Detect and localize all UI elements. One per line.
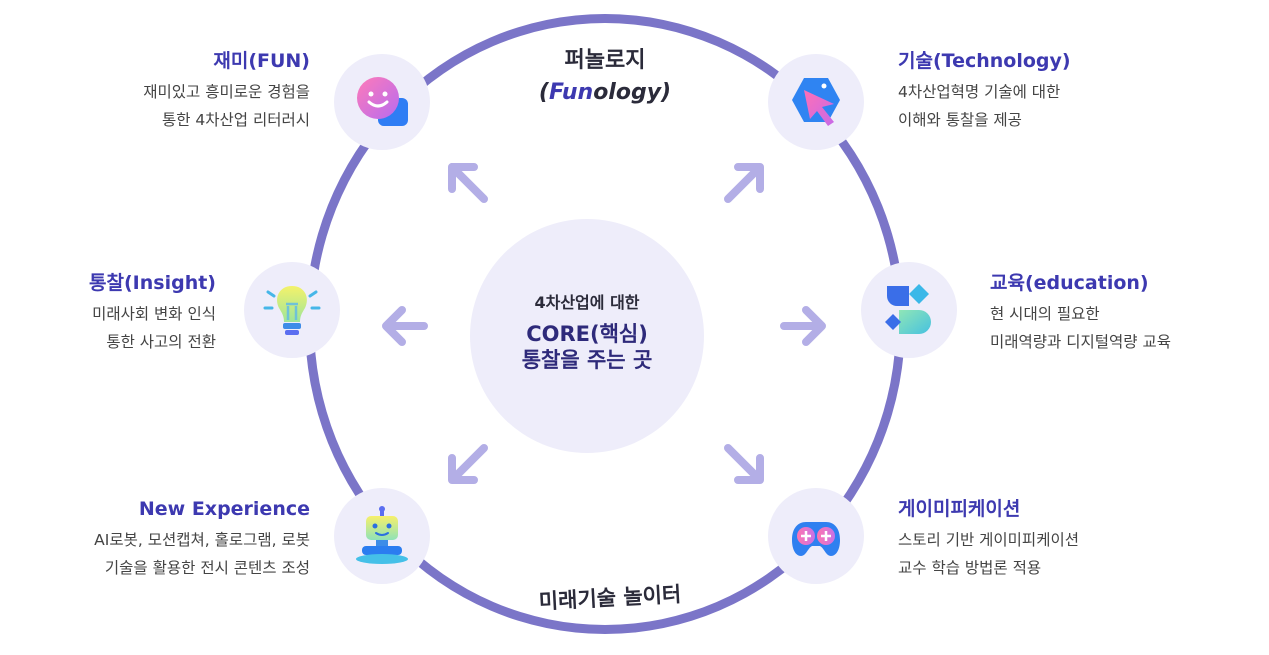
- core-line-3: 통찰을 주는 곳: [521, 348, 653, 372]
- lightbulb-icon: [263, 286, 321, 335]
- shapes-icon: [885, 284, 931, 334]
- arrow-up-right-icon: [720, 155, 772, 207]
- feature-gamification-title: 게이미피케이션: [898, 498, 1021, 520]
- feature-fun: 재미(FUN) 재미있고 흥미로운 경험을 통한 4차산업 리터러시: [20, 48, 310, 134]
- arrow-down-right-icon: [720, 440, 772, 492]
- feature-education: 교육(education) 현 시대의 필요한 미래역량과 디지털역량 교육: [990, 270, 1260, 356]
- feature-insight-desc: 미래사회 변화 인식 통한 사고의 전환: [92, 305, 216, 351]
- feature-experience-title: New Experience: [138, 498, 310, 520]
- funology-fun: Fun: [548, 80, 594, 105]
- gamepad-icon: [792, 522, 840, 556]
- node-experience: [334, 488, 430, 584]
- feature-technology: 기술(Technology) 4차산업혁명 기술에 대한 이해와 통찰을 제공: [898, 48, 1158, 134]
- feature-gamification: 게이미피케이션 스토리 기반 게이미피케이션 교수 학습 방법론 적용: [898, 496, 1168, 582]
- feature-technology-desc: 4차산업혁명 기술에 대한 이해와 통찰을 제공: [898, 83, 1061, 129]
- arrow-down-left-icon: [440, 440, 492, 492]
- feature-insight: 통찰(Insight) 미래사회 변화 인식 통한 사고의 전환: [20, 270, 216, 356]
- core-line-2: CORE(핵심): [526, 322, 648, 346]
- node-fun: [334, 54, 430, 150]
- arrow-left-icon: [378, 300, 430, 352]
- feature-gamification-desc: 스토리 기반 게이미피케이션 교수 학습 방법론 적용: [898, 531, 1079, 577]
- feature-insight-title: 통찰(Insight): [89, 272, 216, 294]
- robot-icon: [356, 506, 408, 564]
- center-core: 4차산업에 대한 CORE(핵심) 통찰을 주는 곳: [470, 219, 704, 453]
- node-education: [861, 262, 957, 358]
- node-technology: [768, 54, 864, 150]
- node-gamification: [768, 488, 864, 584]
- funology-english: (Funology): [538, 80, 672, 105]
- node-insight: [244, 262, 340, 358]
- feature-education-desc: 현 시대의 필요한 미래역량과 디지털역량 교육: [990, 305, 1171, 351]
- feature-experience: New Experience AI로봇, 모션캡쳐, 홀로그램, 로봇 기술을 …: [10, 496, 310, 582]
- core-line-1: 4차산업에 대한: [534, 293, 640, 312]
- cursor-hexagon-icon: [792, 78, 840, 126]
- funology-ology: ology: [593, 80, 662, 105]
- funology-korean: 퍼놀로지: [564, 48, 646, 73]
- arrow-up-left-icon: [440, 155, 492, 207]
- chat-smile-icon: [357, 77, 408, 126]
- feature-fun-desc: 재미있고 흥미로운 경험을 통한 4차산업 리터러시: [143, 83, 310, 129]
- top-arc-label: 퍼놀로지 (Funology): [500, 46, 710, 110]
- feature-technology-title: 기술(Technology): [898, 50, 1071, 72]
- arrow-right-icon: [778, 300, 830, 352]
- feature-experience-desc: AI로봇, 모션캡쳐, 홀로그램, 로봇 기술을 활용한 전시 콘텐츠 조성: [94, 531, 310, 577]
- feature-fun-title: 재미(FUN): [213, 50, 310, 72]
- feature-education-title: 교육(education): [990, 272, 1149, 294]
